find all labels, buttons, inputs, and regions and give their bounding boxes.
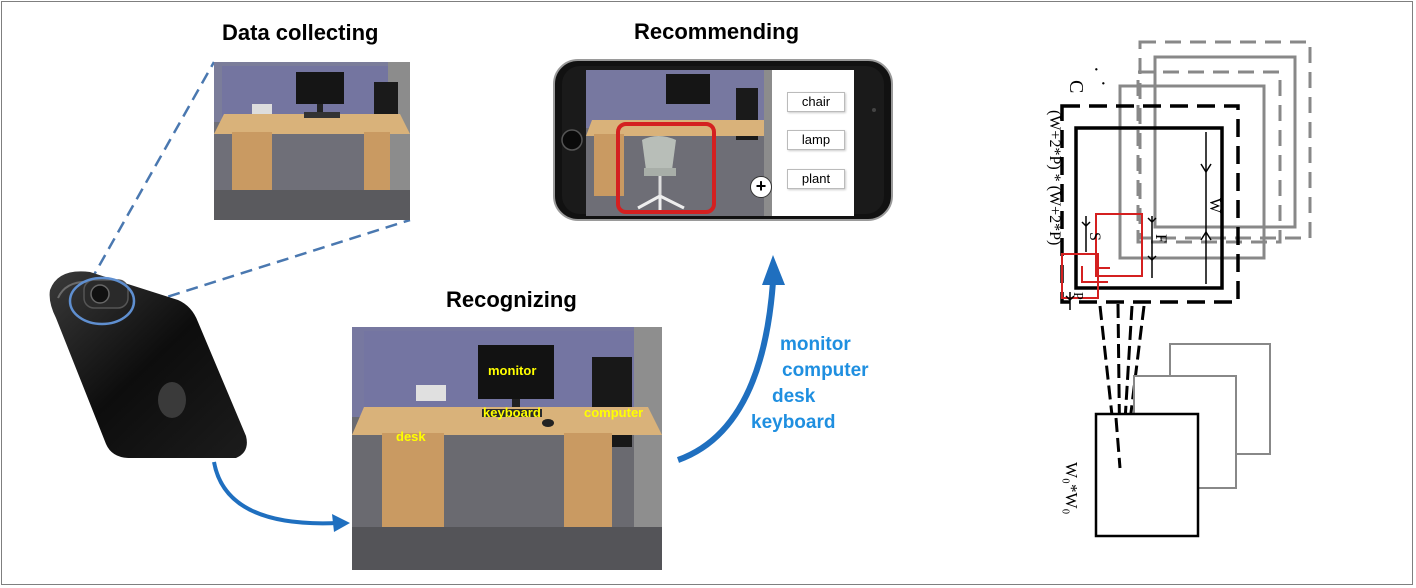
filter-window-red	[1095, 213, 1143, 277]
office-scene-image	[214, 62, 410, 220]
convolution-diagram: C · · (W+2*P) * (W+2*P) W F S P W₀*W₀	[1046, 40, 1312, 538]
add-button[interactable]: +	[750, 176, 772, 198]
width-label: W	[1206, 198, 1223, 214]
stride-label: S	[1086, 232, 1103, 241]
recommend-camera-view	[586, 70, 772, 216]
input-channel-back-4	[1138, 40, 1312, 240]
recommend-plant-button[interactable]: plant	[787, 169, 845, 189]
office-detection-scene-image	[352, 327, 662, 570]
input-size-label: (W+2*P) * (W+2*P)	[1046, 110, 1063, 245]
camera-lens-icon	[90, 284, 110, 304]
input-frame	[1074, 126, 1224, 290]
recommend-lamp-button[interactable]: lamp	[787, 130, 845, 150]
home-button-icon	[561, 129, 583, 151]
data-collecting-photo	[214, 62, 410, 220]
data-collecting-title: Data collecting	[222, 20, 379, 45]
zoom-line-top	[88, 61, 216, 283]
office-chair-scene-image	[586, 70, 772, 216]
detected-monitor-label: monitor	[488, 363, 537, 378]
filter-window-red-padding	[1061, 253, 1099, 299]
detected-computer-label: computer	[584, 405, 644, 420]
recognizing-title: Recognizing	[446, 287, 577, 312]
recognizing-photo	[352, 327, 662, 570]
channels-label: C	[1065, 80, 1087, 93]
phone-back-image	[49, 271, 247, 458]
detected-desk-label: desk	[396, 429, 426, 444]
chair-selection-box	[616, 122, 716, 214]
apple-logo-icon	[158, 382, 186, 418]
padding-label: P	[1070, 292, 1085, 300]
input-channel-back-3	[1153, 55, 1297, 229]
output-channel-front	[1094, 412, 1200, 538]
recommending-title: Recommending	[634, 19, 800, 44]
filter-label: F	[1152, 234, 1169, 243]
input-channel-back-2	[1136, 70, 1282, 244]
output-size-label: W₀*W₀	[1062, 462, 1081, 515]
detected-keyboard-label: keyboard	[483, 405, 541, 420]
padded-input-frame	[1060, 104, 1240, 304]
zoom-line-bottom	[131, 218, 411, 310]
channels-dots-2: ·	[1100, 73, 1107, 95]
arrow-to-recognizing	[212, 461, 339, 526]
recognized-item-keyboard: keyboard	[751, 412, 836, 433]
recognized-item-computer: computer	[782, 360, 869, 381]
camera-highlight-circle	[68, 276, 136, 326]
recognized-item-desk: desk	[772, 386, 816, 407]
arrow-to-recommending	[676, 281, 776, 463]
recognized-item-monitor: monitor	[780, 334, 851, 355]
input-channel-back-1	[1118, 84, 1266, 260]
channels-dots: ·	[1093, 59, 1100, 81]
recommend-chair-button[interactable]: chair	[787, 92, 845, 112]
